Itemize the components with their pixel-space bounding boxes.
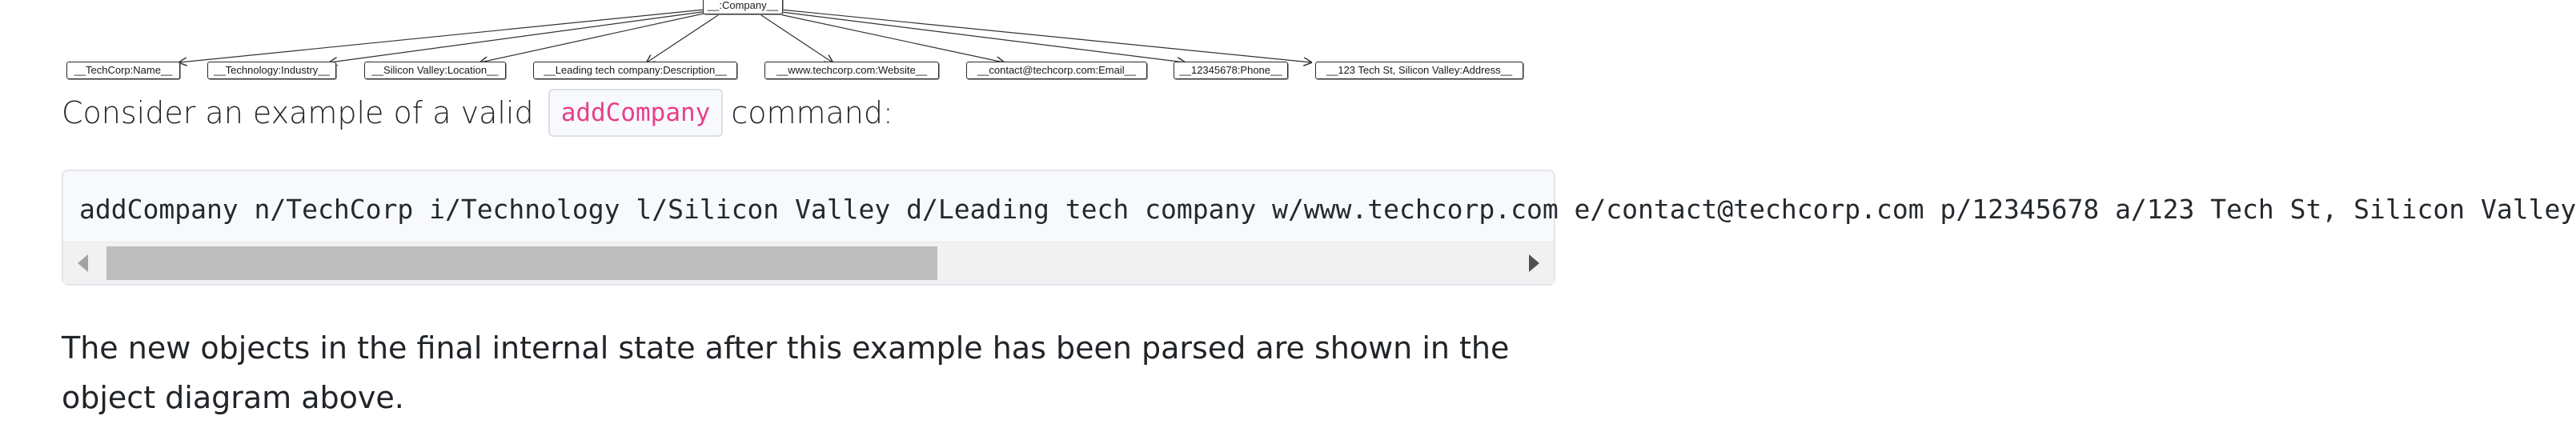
industry-object: __Technology:Industry__ — [207, 62, 336, 79]
scroll-right-arrow-icon[interactable] — [1529, 254, 1539, 272]
connector-address — [780, 9, 1311, 62]
connector-industry — [330, 10, 708, 62]
intro-paragraph: Consider an example of a valid addCompan… — [62, 88, 893, 139]
scroll-left-arrow-icon[interactable] — [78, 254, 88, 272]
website-object: __www.techcorp.com:Website__ — [764, 62, 939, 79]
code-block: addCompany n/TechCorp i/Technology l/Sil… — [62, 170, 2576, 286]
connector-email — [768, 11, 1004, 62]
object-diagram: __:Company__ __TechCorp:Name__ __Technol… — [0, 0, 1616, 88]
diagram-connectors — [0, 9, 1616, 88]
description-object: __Leading tech company:Description__ — [533, 62, 737, 79]
command-example-code: addCompany n/TechCorp i/Technology l/Sil… — [79, 194, 2576, 225]
company-object: __:Company__ — [703, 0, 783, 14]
connector-description — [647, 13, 721, 62]
connector-name — [179, 9, 705, 62]
explanation-paragraph: The new objects in the final internal st… — [62, 330, 1510, 415]
address-object: __123 Tech St, Silicon Valley:Address__ — [1315, 62, 1523, 79]
intro-text-after: command: — [731, 95, 893, 130]
inline-code-addcompany: addCompany — [548, 88, 724, 137]
name-object: __TechCorp:Name__ — [66, 62, 180, 79]
horizontal-scrollbar[interactable] — [63, 242, 1554, 284]
location-object: __Silicon Valley:Location__ — [364, 62, 506, 79]
phone-object: __12345678:Phone__ — [1174, 62, 1288, 79]
email-object: __contact@techcorp.com:Email__ — [966, 62, 1147, 79]
intro-text-before: Consider an example of a valid — [62, 95, 534, 130]
scrollbar-thumb[interactable] — [106, 246, 937, 280]
connector-location — [480, 11, 712, 62]
connector-website — [758, 13, 833, 62]
connector-phone — [774, 10, 1185, 62]
